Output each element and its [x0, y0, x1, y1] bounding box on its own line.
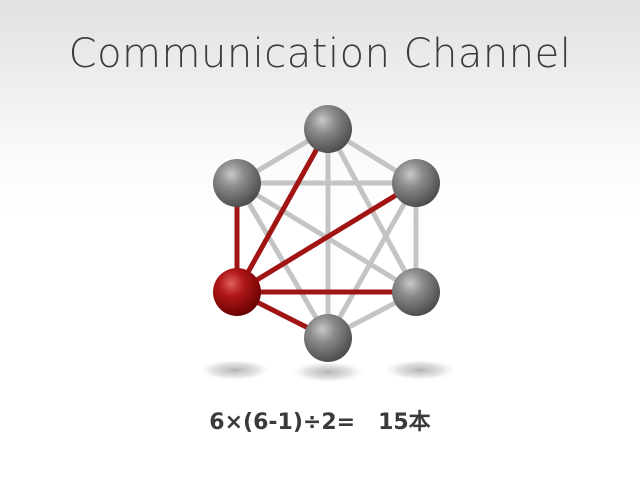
node-upper-left [213, 159, 261, 207]
floor-shadow-2 [290, 361, 366, 383]
link-upper-right-bottom [325, 180, 419, 341]
node-top [304, 105, 352, 153]
link-upper-right-lower-left [234, 180, 419, 295]
link-upper-left-bottom [234, 180, 331, 341]
link-top-lower-left [234, 126, 331, 295]
page-title: Communication Channel [68, 31, 572, 77]
node-lower-left [213, 268, 261, 316]
formula-line: 6×(6-1)÷2= 15本 [0, 404, 640, 436]
formula-result: 15本 [378, 410, 431, 435]
floor-shadows [197, 359, 458, 383]
formula-expression: 6×(6-1)÷2= [209, 410, 356, 435]
links [234, 126, 419, 341]
floor-shadow-1 [197, 359, 273, 381]
node-upper-right [392, 159, 440, 207]
node-lower-right [392, 268, 440, 316]
nodes [213, 105, 440, 362]
node-bottom [304, 314, 352, 362]
floor-shadow-3 [382, 359, 458, 381]
